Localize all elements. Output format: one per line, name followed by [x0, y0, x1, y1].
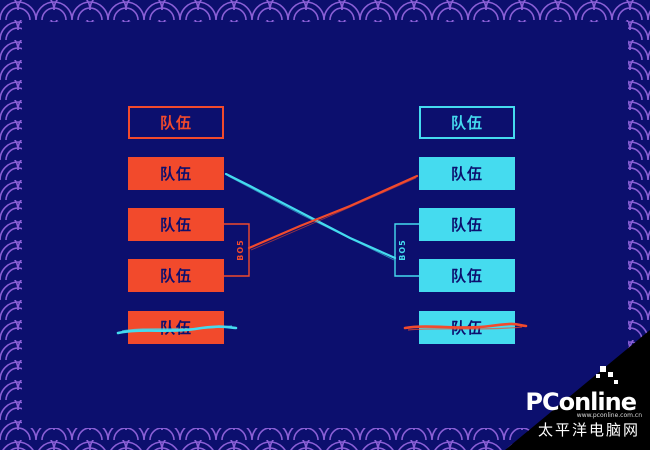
right-team-4: 队伍 [419, 311, 515, 344]
watermark-cn: 太平洋电脑网 [537, 421, 640, 439]
watermark-brand: PConline [525, 388, 637, 416]
watermark-domain: www.pconline.com.cn [576, 412, 642, 419]
left-team-1: 队伍 [128, 157, 224, 190]
right-header-box: 队伍 [419, 106, 515, 139]
right-team-2: 队伍 [419, 208, 515, 241]
right-team-3: 队伍 [419, 259, 515, 292]
left-team-3: 队伍 [128, 259, 224, 292]
left-header-box: 队伍 [128, 106, 224, 139]
left-team-4: 队伍 [128, 311, 224, 344]
left-team-2: 队伍 [128, 208, 224, 241]
right-team-1: 队伍 [419, 157, 515, 190]
